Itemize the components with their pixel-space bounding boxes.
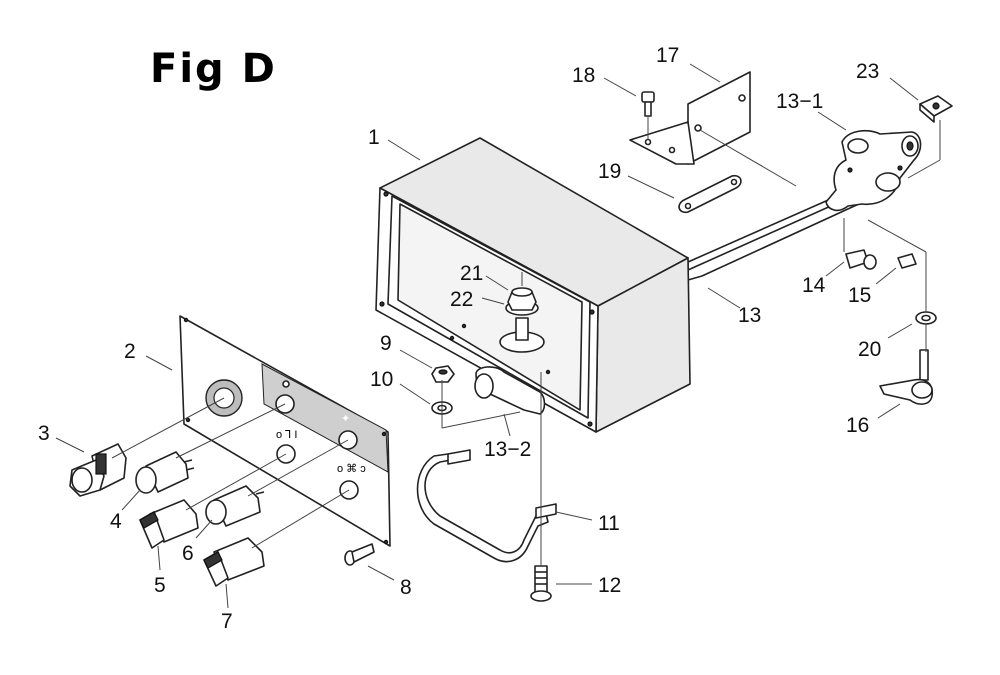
part-panel-screw bbox=[344, 543, 375, 566]
callout-10: 10 bbox=[370, 368, 393, 391]
callout-20: 20 bbox=[858, 338, 881, 361]
part-cable-fitting bbox=[474, 366, 546, 415]
part-bracket-screw bbox=[641, 91, 655, 117]
callout-14: 14 bbox=[802, 274, 826, 297]
figure-title: Fig D bbox=[150, 46, 277, 92]
callout-11: 11 bbox=[598, 512, 620, 535]
callout-1: 1 bbox=[368, 126, 380, 149]
callout-9: 9 bbox=[380, 332, 392, 355]
callout-17: 17 bbox=[656, 44, 679, 67]
part-square-nut bbox=[919, 95, 953, 123]
callout-13-2: 13−2 bbox=[484, 438, 531, 461]
part-clamp-plate bbox=[678, 174, 742, 214]
callout-19: 19 bbox=[598, 160, 621, 183]
callout-13-1: 13−1 bbox=[776, 90, 823, 113]
part-front-panel: o ⅂ I o ⌘ ͻ ✦ bbox=[179, 315, 391, 547]
on-off-symbol-icon: o ⅂ I bbox=[276, 429, 297, 441]
assembly-lines bbox=[111, 116, 941, 566]
callout-15: 15 bbox=[848, 284, 871, 307]
part-locking-lever bbox=[879, 349, 934, 405]
callout-5: 5 bbox=[154, 574, 166, 597]
callout-6: 6 bbox=[182, 542, 194, 565]
part-arm-washer bbox=[915, 311, 937, 325]
coolant-symbol-icon: o ⌘ ͻ bbox=[337, 463, 366, 475]
part-arm-clamp bbox=[825, 129, 922, 212]
part-pilot-light bbox=[135, 451, 195, 494]
leader-lines bbox=[55, 63, 919, 609]
callout-12: 12 bbox=[598, 574, 621, 597]
part-nut bbox=[431, 365, 455, 383]
callout-8: 8 bbox=[400, 576, 412, 599]
part-selector-switch-5 bbox=[139, 499, 199, 549]
part-ground-stud bbox=[499, 287, 545, 353]
part-electrical-box bbox=[375, 137, 691, 433]
callout-4: 4 bbox=[110, 510, 122, 533]
callout-labels: 1 2 3 4 5 6 7 8 9 10 11 12 13 13−1 13−2 … bbox=[38, 44, 881, 633]
callout-21: 21 bbox=[460, 262, 483, 285]
part-main-switch bbox=[69, 443, 127, 497]
callout-13: 13 bbox=[738, 304, 761, 327]
light-symbol-icon: ✦ bbox=[341, 413, 350, 425]
callout-7: 7 bbox=[221, 610, 233, 633]
part-cap-screw bbox=[845, 249, 877, 270]
part-selector-switch-7 bbox=[203, 537, 265, 587]
callout-2: 2 bbox=[124, 340, 136, 363]
part-handle-screw bbox=[530, 565, 552, 602]
part-set-screw bbox=[897, 253, 917, 269]
callout-16: 16 bbox=[846, 414, 869, 437]
part-bracket bbox=[629, 71, 751, 165]
callout-22: 22 bbox=[450, 288, 473, 311]
callout-18: 18 bbox=[572, 64, 595, 87]
callout-3: 3 bbox=[38, 422, 50, 445]
part-handle bbox=[416, 449, 557, 563]
callout-23: 23 bbox=[856, 60, 879, 83]
